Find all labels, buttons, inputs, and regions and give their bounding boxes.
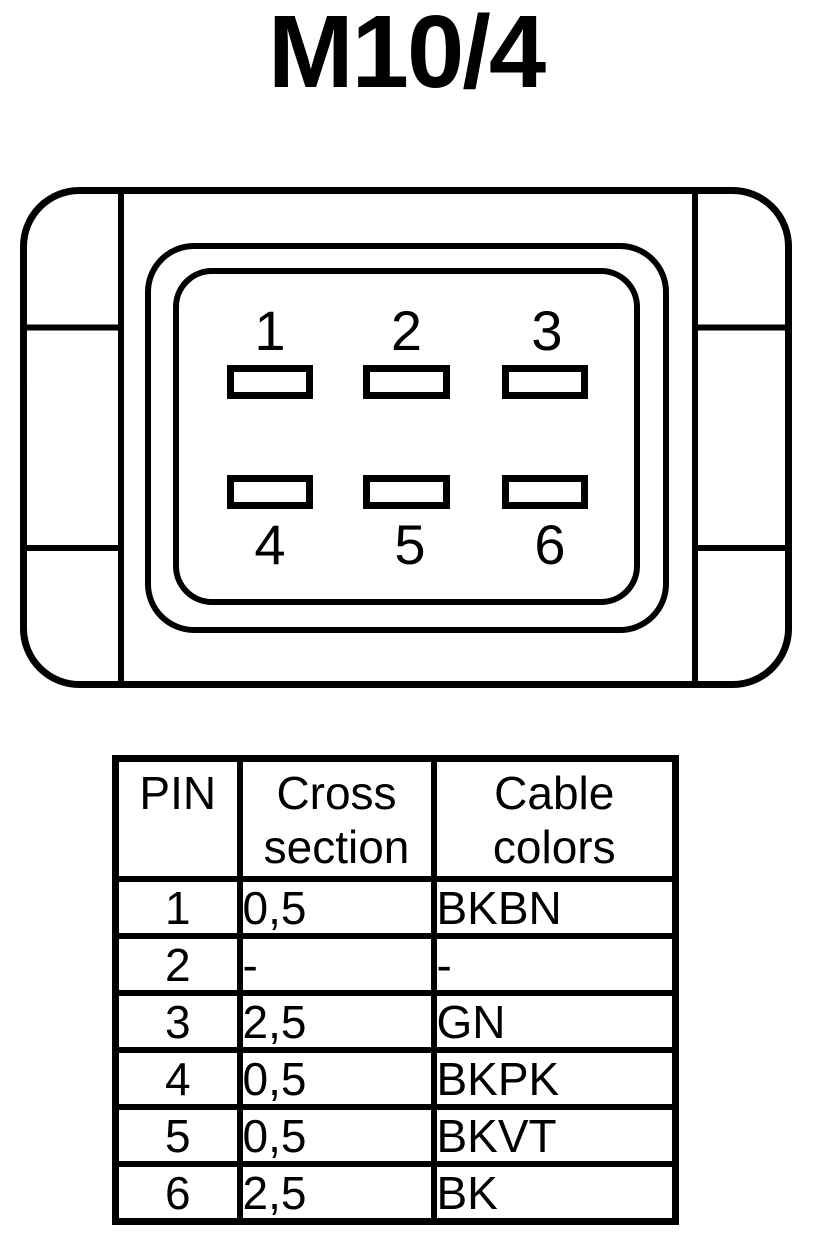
pin-cell: 4 [112,1047,243,1110]
header-pin: PIN [112,755,243,882]
pin-cell: 6 [112,1161,243,1225]
connector-shroud-outer [145,243,669,633]
pinout-table: PIN Cross section Cable colors 1 0,5 BKB… [112,755,679,1225]
cross-section-cell: 0,5 [236,1047,437,1110]
table-row: 4 0,5 BKPK [112,1047,679,1110]
pin-5-cavity [363,475,450,509]
cross-section-cell: 2,5 [236,1161,437,1225]
cross-section-cell: 0,5 [236,1104,437,1167]
pin-5-label: 5 [394,513,425,576]
cross-section-cell: 2,5 [236,990,437,1053]
pin-cell: 5 [112,1104,243,1167]
cable-color-cell: - [430,933,679,996]
table-row: 2 - - [112,933,679,996]
cable-color-cell: BKPK [430,1047,679,1110]
pin-1-label: 1 [254,299,285,362]
pin-6-cavity [502,475,588,509]
connector-diagram: 1 2 3 4 5 6 [20,187,792,688]
connector-shroud-inner [173,268,640,605]
table-row: 5 0,5 BKVT [112,1104,679,1167]
pin-2-cavity [363,365,450,399]
cross-section-cell: - [236,933,437,996]
pin-cell: 1 [112,876,243,939]
table-row: 3 2,5 GN [112,990,679,1053]
pin-4-label: 4 [254,513,285,576]
cross-section-cell: 0,5 [236,876,437,939]
cable-color-cell: GN [430,990,679,1053]
pin-4-cavity [227,475,313,509]
pin-3-cavity [502,365,588,399]
page-title: M10/4 [267,0,546,109]
table-row: 6 2,5 BK [112,1161,679,1225]
pin-1-cavity [227,365,313,399]
table-row: 1 0,5 BKBN [112,876,679,939]
cable-color-cell: BK [430,1161,679,1225]
pin-6-label: 6 [534,513,565,576]
header-cable-colors: Cable colors [430,755,679,882]
pin-cell: 2 [112,933,243,996]
pin-3-label: 3 [531,299,562,362]
header-cross-section: Cross section [236,755,437,882]
connector-outer-housing [20,187,792,688]
table-header-row: PIN Cross section Cable colors [112,755,679,882]
pin-2-label: 2 [391,299,422,362]
pin-cell: 3 [112,990,243,1053]
cable-color-cell: BKBN [430,876,679,939]
cable-color-cell: BKVT [430,1104,679,1167]
